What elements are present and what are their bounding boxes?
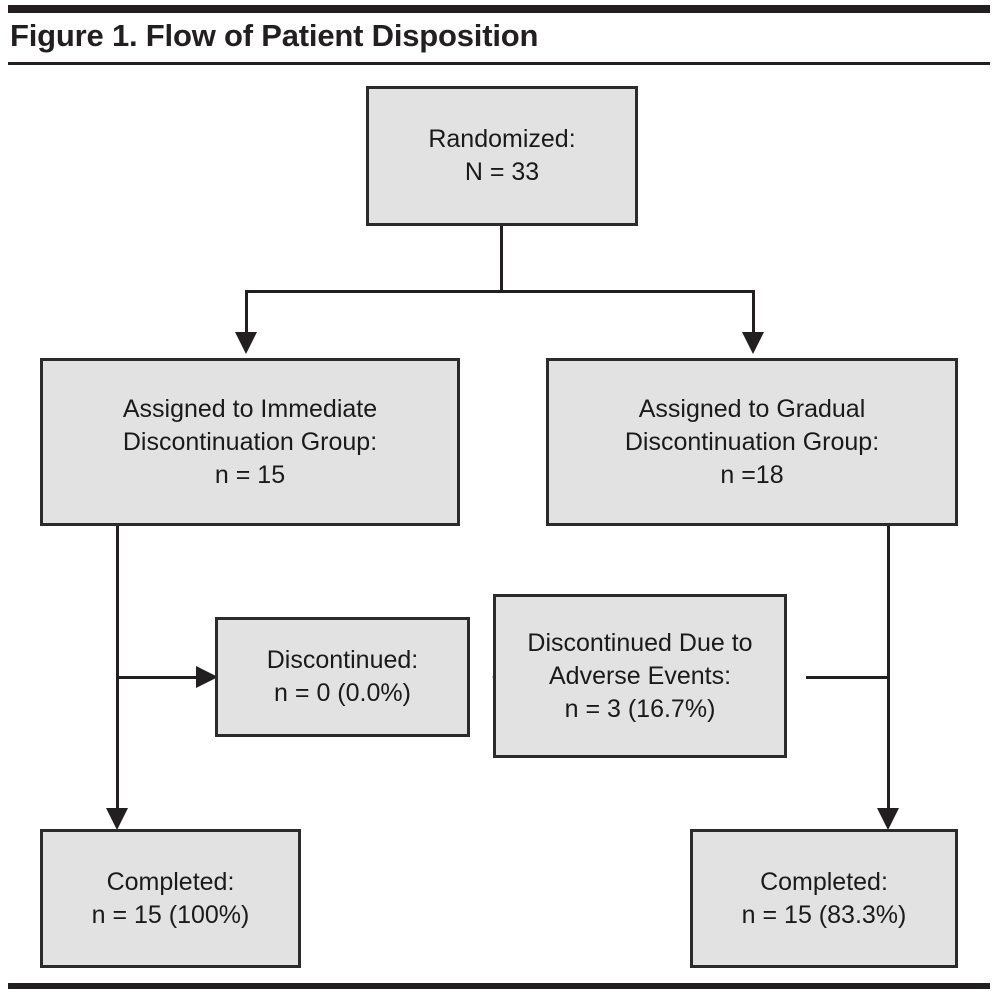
node-discontinued-adverse-events-line1: Discontinued Due to	[527, 628, 753, 657]
node-completed-immediate-line2: n = 15 (100%)	[91, 900, 250, 929]
node-discontinued-immediate-line1: Discontinued:	[266, 646, 419, 674]
arrowhead-to-discontinued-icon	[196, 666, 218, 688]
connector-randomized-crossbar	[245, 290, 755, 293]
node-discontinued-immediate: Discontinued: n = 0 (0.0%)	[215, 617, 470, 737]
node-discontinued-adverse-events: Discontinued Due to Adverse Events: n = …	[493, 594, 787, 758]
node-assigned-gradual-line2: Discontinuation Group:	[624, 427, 880, 456]
connector-to-gradual	[752, 290, 755, 334]
node-completed-immediate-line1: Completed:	[106, 867, 235, 896]
node-assigned-immediate-line3: n = 15	[214, 460, 286, 489]
arrowhead-to-completed-right-icon	[877, 808, 899, 830]
connector-gradual-to-adverse-events	[806, 676, 890, 679]
arrowhead-to-completed-left-icon	[106, 808, 128, 830]
node-completed-gradual-line2: n = 15 (83.3%)	[741, 900, 907, 929]
header-rule-bottom	[8, 62, 990, 65]
node-assigned-immediate: Assigned to Immediate Discontinuation Gr…	[40, 358, 460, 526]
node-assigned-gradual-line3: n =18	[720, 460, 784, 489]
arrowhead-to-immediate-icon	[235, 332, 257, 354]
node-assigned-immediate-line1: Assigned to Immediate	[122, 394, 378, 423]
node-discontinued-adverse-events-line2: Adverse Events:	[548, 661, 732, 690]
footer-rule	[8, 983, 990, 989]
header-rule-top	[8, 5, 990, 13]
node-discontinued-adverse-events-line3: n = 3 (16.7%)	[564, 694, 716, 723]
connector-randomized-trunk	[500, 226, 503, 292]
connector-gradual-spine	[887, 526, 890, 822]
node-completed-immediate: Completed: n = 15 (100%)	[40, 829, 301, 968]
node-randomized: Randomized: N = 33	[366, 86, 638, 226]
node-randomized-line1: Randomized:	[428, 125, 576, 153]
node-assigned-gradual: Assigned to Gradual Discontinuation Grou…	[546, 358, 958, 526]
arrowhead-to-gradual-icon	[742, 332, 764, 354]
connector-immediate-spine	[116, 526, 119, 822]
connector-immediate-to-discontinued	[116, 676, 200, 679]
node-discontinued-immediate-line2: n = 0 (0.0%)	[274, 679, 411, 707]
node-completed-gradual: Completed: n = 15 (83.3%)	[690, 829, 958, 968]
connector-to-immediate	[245, 290, 248, 334]
figure-title: Figure 1. Flow of Patient Disposition	[10, 18, 539, 53]
node-randomized-line2: N = 33	[464, 158, 540, 186]
node-assigned-immediate-line2: Discontinuation Group:	[122, 427, 378, 456]
node-assigned-gradual-line1: Assigned to Gradual	[638, 394, 866, 423]
node-completed-gradual-line1: Completed:	[760, 867, 888, 896]
